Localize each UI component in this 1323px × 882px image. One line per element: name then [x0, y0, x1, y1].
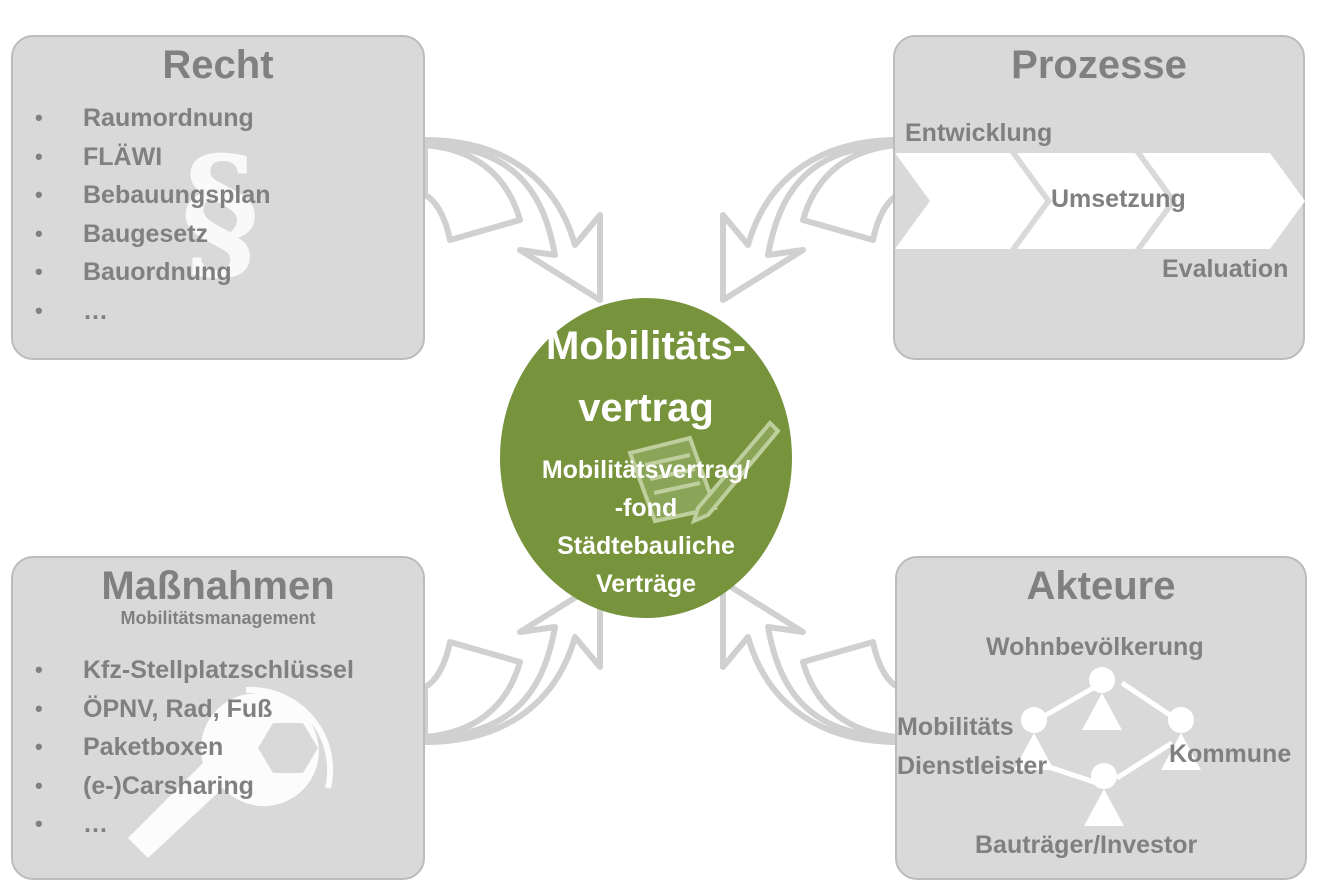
- person-icon-left: [1014, 707, 1054, 770]
- step-evaluation: Evaluation: [1162, 255, 1289, 283]
- chevron-evaluation: [1142, 153, 1305, 249]
- center-line-1: Mobilitätsvertrag/: [541, 456, 751, 484]
- actor-mobilitaet-line2: Dienstleister: [897, 752, 1048, 780]
- list-item: …: [13, 292, 271, 331]
- list-item: ÖPNV, Rad, Fuß: [13, 690, 354, 729]
- list-item: Paketboxen: [13, 728, 354, 767]
- chevron-entwicklung: [895, 153, 1045, 249]
- list-item: Raumordnung: [13, 99, 271, 138]
- step-umsetzung: Umsetzung: [1051, 185, 1186, 213]
- arrow-top-left: [425, 140, 600, 300]
- list-item: …: [13, 805, 354, 844]
- recht-box: § Recht Raumordnung FLÄWI Bebauungsplan …: [11, 35, 425, 360]
- step-entwicklung: Entwicklung: [905, 119, 1053, 147]
- actor-kommune: Kommune: [1169, 740, 1292, 768]
- prozesse-title: Prozesse: [1011, 43, 1187, 87]
- list-item: FLÄWI: [13, 138, 271, 177]
- person-icon-top: [1082, 667, 1122, 730]
- arrow-top-right: [723, 140, 898, 300]
- list-item: Bauordnung: [13, 253, 271, 292]
- actor-mobilitaet-line1: Mobilitäts: [897, 713, 1014, 741]
- massnahmen-subtitle: Mobilitätsmanagement: [120, 608, 316, 628]
- list-item: (e-)Carsharing: [13, 767, 354, 806]
- actor-network: [1014, 667, 1201, 826]
- arrow-bottom-left: [425, 582, 600, 742]
- massnahmen-list: Kfz-Stellplatzschlüssel ÖPNV, Rad, Fuß P…: [13, 651, 354, 844]
- center-title-line2: vertrag: [578, 386, 714, 430]
- list-item: Kfz-Stellplatzschlüssel: [13, 651, 354, 690]
- recht-list: Raumordnung FLÄWI Bebauungsplan Baugeset…: [13, 99, 271, 330]
- prozesse-box: Prozesse Entwicklung Umsetzung Evaluatio…: [893, 35, 1305, 360]
- actor-bautraeger: Bauträger/Investor: [975, 831, 1198, 859]
- list-item: Bebauungsplan: [13, 176, 271, 215]
- center-line-4: Verträge: [595, 570, 697, 598]
- center-circle: Mobilitäts- vertrag Mobilitätsvertrag/ -…: [500, 298, 792, 618]
- contract-pen-icon: [627, 420, 781, 525]
- massnahmen-title: Maßnahmen: [101, 564, 335, 608]
- center-line-3: Städtebauliche: [557, 532, 735, 560]
- process-chevrons: [895, 153, 1305, 249]
- arrow-bottom-right: [723, 582, 898, 742]
- akteure-box: Akteure Wohnbevölkerung Mobilitäts Diens…: [895, 556, 1307, 880]
- person-icon-bottom: [1084, 763, 1124, 826]
- actor-wohnbevoelkerung: Wohnbevölkerung: [986, 633, 1204, 661]
- center-line-2: -fond: [614, 494, 678, 522]
- center-title-line1: Mobilitäts-: [546, 324, 746, 368]
- chevron-umsetzung: [1017, 153, 1170, 249]
- massnahmen-box: Maßnahmen Mobilitätsmanagement Kfz-Stell…: [11, 556, 425, 880]
- recht-title: Recht: [162, 43, 274, 87]
- list-item: Baugesetz: [13, 215, 271, 254]
- akteure-title: Akteure: [1026, 564, 1176, 608]
- person-icon-right: [1161, 707, 1201, 770]
